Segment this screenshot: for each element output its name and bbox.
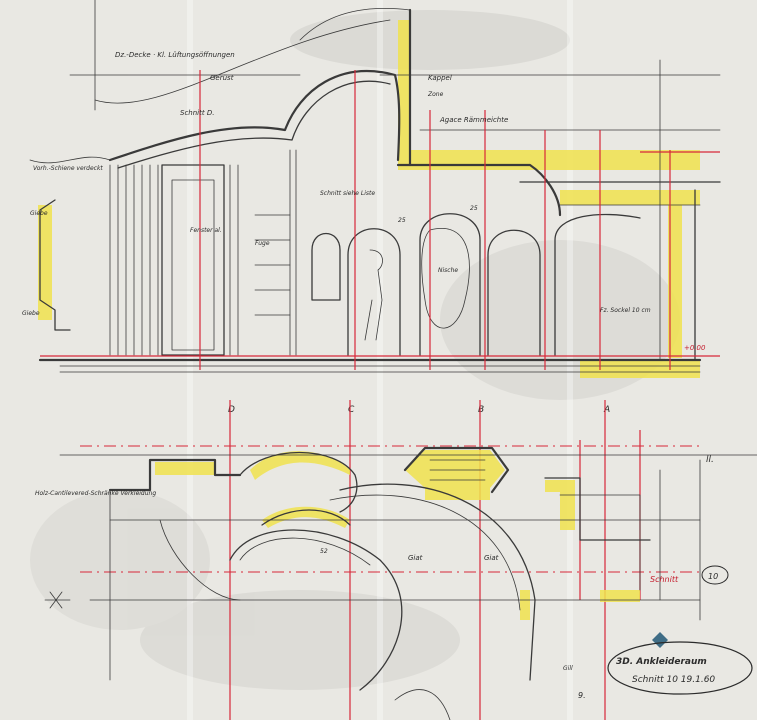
shelves — [254, 149, 297, 356]
section-labels: Dz.-Decke · Kl. Lüftungsöffnungen Gerüst… — [22, 51, 706, 352]
axis-c-label: C — [348, 405, 355, 415]
curtain — [109, 164, 159, 356]
agace-label: Agace Rämmeichte — [439, 116, 508, 124]
axis-d-label: D — [228, 405, 235, 415]
holzsockel-label: Fz. Sockel 10 cm — [600, 307, 651, 314]
kappel-label: Kappel — [428, 74, 452, 82]
schnitt-d-label: Schnitt D. — [180, 109, 214, 117]
axis-a-label: A — [603, 405, 610, 415]
geruest-label: Gerüst — [210, 74, 234, 82]
plan-note: Holz-Cantilevered-Schränke Verkleidung — [35, 490, 156, 497]
gill-label: Gill — [563, 665, 573, 672]
vorhang-label: Vorh.-Schiene verdeckt — [33, 165, 103, 172]
dim-25a: 25 — [398, 217, 406, 224]
floor-plan — [44, 400, 757, 720]
dim-52: 52 — [320, 548, 328, 555]
title-line-1: 3D. Ankleideraum — [616, 657, 707, 667]
schnitt-number: 10 — [708, 572, 718, 581]
red-level-marker: +0.00 — [684, 344, 706, 352]
plan-labels: Holz-Cantilevered-Schränke Verkleidung G… — [35, 490, 729, 700]
fuge-label: Fuge — [255, 240, 270, 247]
giebel-left-label: Giebe — [30, 210, 48, 217]
nische-label: Nische — [438, 267, 458, 274]
schnitt-ref-label: Schnitt — [650, 575, 679, 584]
axis-markers: D C B A ll. — [228, 405, 714, 465]
elevation-section — [29, 0, 721, 378]
schnitt-number-circle — [701, 565, 729, 585]
arched-niches — [311, 213, 641, 356]
giebel-left2-label: Giebe — [22, 310, 40, 317]
ceiling-note: Dz.-Decke · Kl. Lüftungsöffnungen — [115, 51, 235, 59]
axis-b-label: B — [478, 405, 484, 415]
giat2-label: Giat — [484, 554, 499, 562]
fensteral-label: Fenster al. — [190, 227, 222, 234]
diamond-marker-icon — [652, 632, 668, 648]
zone-label: Zone — [427, 91, 444, 98]
schnitt-siehe-label: Schnitt siehe Liste — [320, 190, 375, 197]
axis-ll-label: ll. — [706, 455, 714, 465]
title-line-2: Schnitt 10 19.1.60 — [632, 675, 715, 685]
title-block: 3D. Ankleideraum Schnitt 10 19.1.60 — [607, 641, 753, 695]
dim-25b: 25 — [470, 205, 478, 212]
footer-9: 9. — [578, 691, 586, 700]
giat1-label: Giat — [408, 554, 423, 562]
